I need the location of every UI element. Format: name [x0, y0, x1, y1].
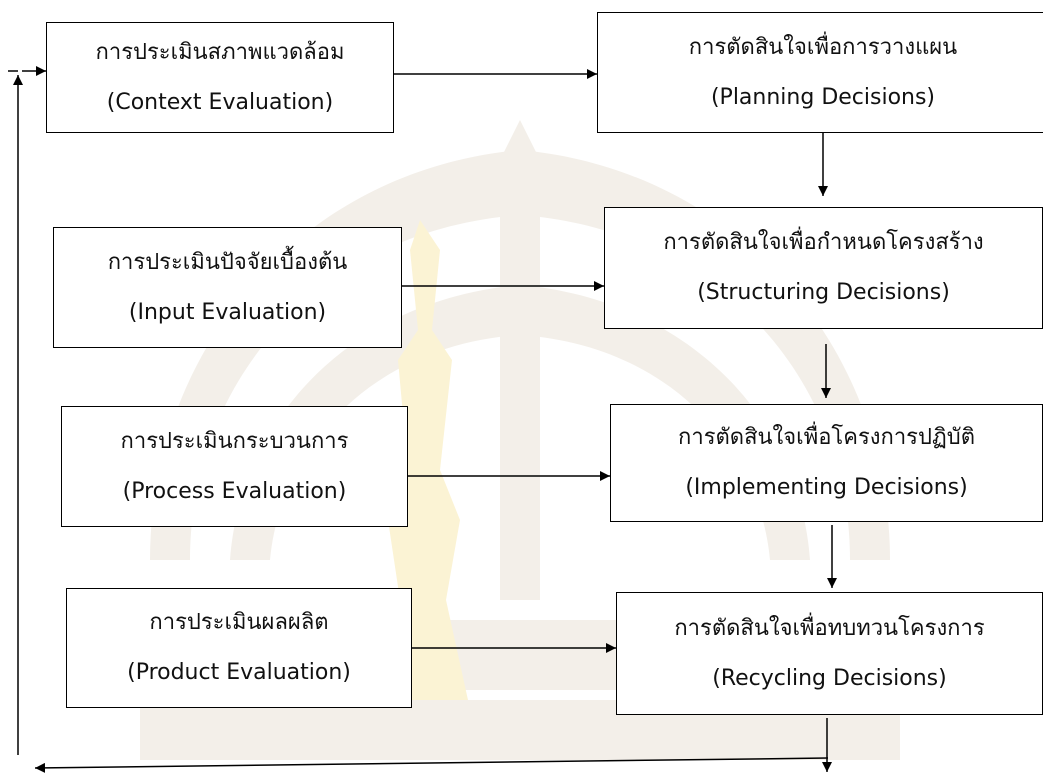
process-evaluation-thai: การประเมินกระบวนการ	[120, 428, 349, 454]
process-evaluation-english: (Process Evaluation)	[122, 478, 347, 504]
recycling-decisions-thai: การตัดสินใจเพื่อทบทวนโครงการ	[674, 615, 985, 641]
context-evaluation-thai: การประเมินสภาพแวดล้อม	[95, 39, 345, 65]
implementing-decisions-box: การตัดสินใจเพื่อโครงการปฏิบัติ (Implemen…	[610, 404, 1043, 522]
structuring-decisions-english: (Structuring Decisions)	[697, 280, 950, 305]
recycling-decisions-box: การตัดสินใจเพื่อทบทวนโครงการ (Recycling …	[616, 592, 1043, 715]
feedback-line-bottom	[34, 757, 829, 773]
planning-decisions-english: (Planning Decisions)	[710, 84, 936, 110]
input-evaluation-english: (Input Evaluation)	[128, 299, 327, 325]
context-evaluation-box: การประเมินสภาพแวดล้อม (Context Evaluatio…	[46, 22, 394, 133]
implementing-decisions-thai: การตัดสินใจเพื่อโครงการปฏิบัติ	[678, 425, 975, 450]
planning-decisions-box: การตัดสินใจเพื่อการวางแผน (Planning Deci…	[597, 12, 1043, 133]
planning-decisions-thai: การตัดสินใจเพื่อการวางแผน	[688, 34, 958, 60]
product-evaluation-box: การประเมินผลผลิต (Product Evaluation)	[66, 588, 412, 708]
product-evaluation-english: (Product Evaluation)	[127, 660, 351, 685]
implementing-decisions-english: (Implementing Decisions)	[685, 475, 968, 500]
context-evaluation-english: (Context Evaluation)	[106, 89, 334, 115]
structuring-decisions-box: การตัดสินใจเพื่อกำหนดโครงสร้าง (Structur…	[604, 207, 1043, 329]
product-evaluation-thai: การประเมินผลผลิต	[149, 610, 329, 635]
recycling-decisions-english: (Recycling Decisions)	[712, 665, 947, 691]
structuring-decisions-thai: การตัดสินใจเพื่อกำหนดโครงสร้าง	[663, 230, 984, 255]
process-evaluation-box: การประเมินกระบวนการ (Process Evaluation)	[61, 406, 408, 527]
input-evaluation-box: การประเมินปัจจัยเบื้องต้น (Input Evaluat…	[53, 227, 402, 348]
input-evaluation-thai: การประเมินปัจจัยเบื้องต้น	[107, 249, 348, 275]
